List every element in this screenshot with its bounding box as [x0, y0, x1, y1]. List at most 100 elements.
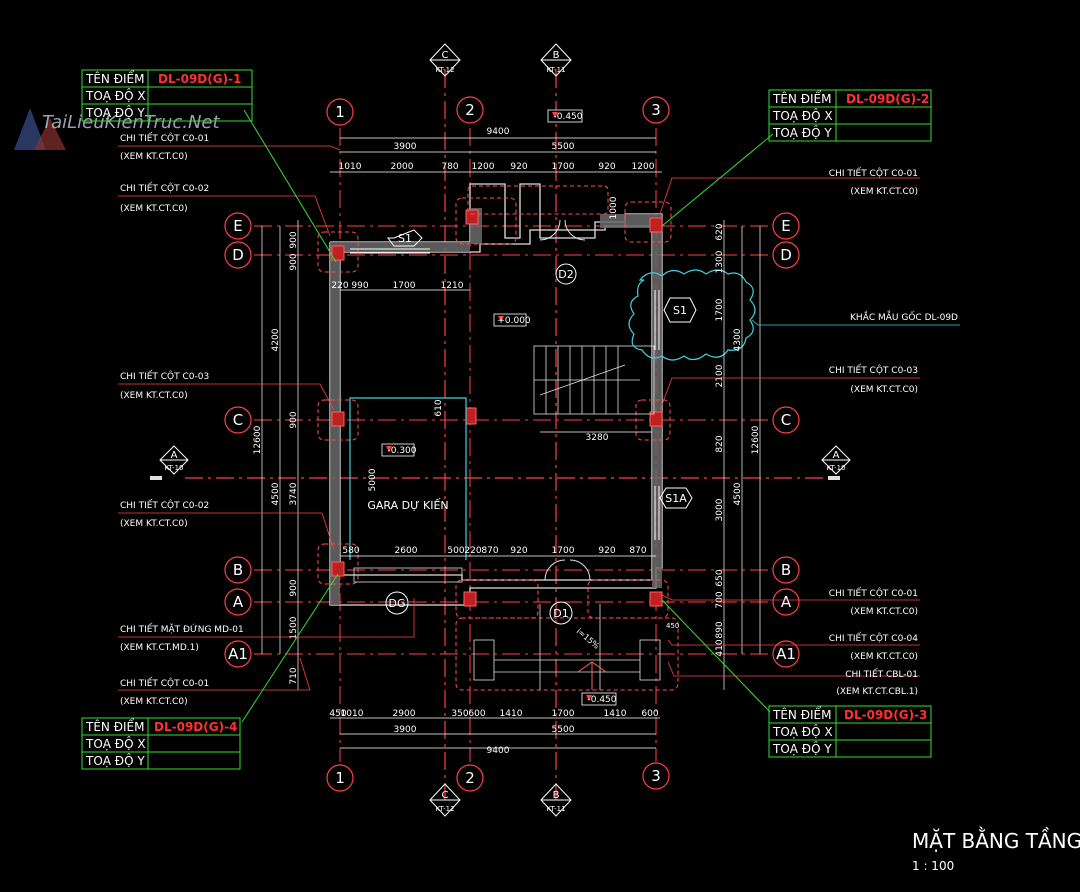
right-notes: CHI TIẾT CỘT C0-01 (XEM KT.CT.C0) KHẮC M…	[829, 167, 958, 697]
dim-bottom-detail-9: 600	[641, 709, 658, 719]
dim-bottom-split-2: 5500	[552, 725, 575, 735]
dim-inner-top-4: 1210	[441, 281, 464, 291]
left-notes: CHI TIẾT CỘT C0-01 (XEM KT.CT.C0) CHI TI…	[120, 132, 244, 707]
dim-bottom-split-1: 3900	[394, 725, 417, 735]
dim-right-inner-1: 620	[715, 223, 725, 240]
grid-row-c-left: C	[233, 411, 243, 429]
left-note-4-line2: (XEM KT.CT.C0)	[120, 519, 188, 529]
grid-col-1-bottom: 1	[335, 769, 345, 787]
dim-bottom-detail-7: 1700	[552, 709, 575, 719]
dim-left-inner-1: 900	[289, 231, 299, 248]
dim-right-small: 1000	[609, 196, 619, 219]
section-c-bottom-sheet: KT-12	[435, 805, 454, 813]
tag-s1-top: S1	[398, 232, 412, 245]
level-marker-garage: -0.300	[381, 443, 417, 457]
dim-right-inner-7: 650	[715, 569, 725, 586]
section-a-left-letter: A	[171, 450, 178, 461]
dim-bottom-detail-5: 600	[468, 709, 485, 719]
dim-top-detail-7: 920	[598, 162, 615, 172]
dim-garage-3: 500	[447, 546, 464, 556]
section-c-top-sheet: KT-12	[435, 66, 454, 74]
grid-col-2-bottom: 2	[465, 769, 475, 787]
dim-right-inner-6: 3000	[715, 498, 725, 521]
columns	[317, 185, 679, 691]
level-markers: -0.450 +0.000 -0.300 -0.450	[381, 109, 617, 706]
left-note-6-line2: (XEM KT.CT.C0)	[120, 697, 188, 707]
dim-left-outer: 12600	[253, 425, 263, 454]
title-block-1: TÊN ĐIỂM DL-09D(G)-1 TOẠ ĐỘ X TOẠ ĐỘ Y	[81, 69, 253, 122]
tb1-x-label: TOẠ ĐỘ X	[85, 88, 146, 103]
dim-left-inner-4: 3740	[289, 482, 299, 505]
tb2-name-label: TÊN ĐIỂM	[772, 90, 831, 106]
dim-inner-top-3: 1700	[393, 281, 416, 291]
tag-s1a-shape	[659, 487, 693, 509]
dim-garage-5: 870	[481, 546, 498, 556]
section-b-top-letter: B	[553, 50, 560, 61]
left-note-3-line1: CHI TIẾT CỘT C0-03	[120, 370, 209, 382]
left-note-5-line1: CHI TIẾT MẶT ĐỨNG MD-01	[120, 623, 244, 635]
dim-bottom-detail-3: 2900	[393, 709, 416, 719]
dim-right-outer: 12600	[751, 425, 761, 454]
dim-bottom-detail-1: 450	[329, 709, 346, 719]
drawing-scale: 1 : 100	[912, 859, 954, 873]
dim-garage-4: 220	[464, 546, 481, 556]
tag-dg-shape	[385, 591, 409, 615]
dim-right-mid-1: 4300	[733, 328, 743, 351]
grid-row-a-right: A	[781, 593, 792, 611]
dim-garage-2: 2600	[395, 546, 418, 556]
dim-top-detail-4: 1200	[472, 162, 495, 172]
tb4-code: DL-09D(G)-3	[844, 708, 927, 722]
tb4-name-label: TÊN ĐIỂM	[772, 706, 831, 722]
right-note-3-line1: CHI TIẾT CỘT C0-03	[829, 364, 918, 376]
dim-bottom-detail-4: 350	[451, 709, 468, 719]
section-markers	[159, 43, 851, 817]
dim-left-inner-5: 900	[289, 579, 299, 596]
tag-d1: D1	[553, 607, 568, 620]
room-label-garage: GARA DỰ KIẾN	[367, 498, 448, 512]
right-note-3-line2: (XEM KT.CT.C0)	[850, 385, 918, 395]
tb2-y-label: TOẠ ĐỘ Y	[772, 125, 832, 140]
dim-top-detail-6: 1700	[552, 162, 575, 172]
left-note-5-line2: (XEM KT.CT.MD.1)	[120, 643, 199, 653]
grid-col-3-top: 3	[651, 101, 661, 119]
note-leaders	[118, 145, 920, 691]
dim-right-inner-9: 890	[715, 621, 725, 638]
dim-bottom-overall: 9400	[487, 746, 510, 756]
revision-cloud	[628, 269, 756, 361]
grid-row-e-right: E	[781, 217, 790, 235]
watermark-logo: TaiLieuKienTruc.Net	[14, 108, 220, 150]
windows	[350, 248, 660, 540]
grid-row-a-left: A	[233, 593, 244, 611]
right-note-4-line1: CHI TIẾT CỘT C0-01	[829, 587, 918, 599]
tb1-y-label: TOẠ ĐỘ Y	[85, 105, 145, 120]
grid-row-a1-left: A1	[228, 645, 248, 663]
tag-dg: DG	[389, 597, 406, 610]
dim-left-inner-3: 900	[289, 411, 299, 428]
tag-s1-right-shape	[663, 297, 697, 323]
right-note-6-line1: CHI TIẾT CBL-01	[845, 668, 918, 680]
grid-row-c-right: C	[781, 411, 791, 429]
tb3-y-label: TOẠ ĐỘ Y	[85, 753, 145, 768]
section-b-top-sheet: KT-11	[546, 66, 565, 74]
dim-inner-top-2: 990	[351, 281, 368, 291]
grid-row-b-right: B	[781, 561, 791, 579]
title-block-leaders	[241, 109, 774, 723]
title-block-2: TÊN ĐIỂM DL-09D(G)-2 TOẠ ĐỘ X TOẠ ĐỘ Y	[768, 89, 932, 142]
entrance-arrow	[577, 661, 607, 690]
dimension-lines	[261, 137, 761, 749]
left-note-6-line1: CHI TIẾT CỘT C0-01	[120, 677, 209, 689]
right-note-4-line2: (XEM KT.CT.C0)	[850, 607, 918, 617]
grid-row-b-left: B	[233, 561, 243, 579]
dim-garage-depth: 5000	[368, 468, 378, 491]
dim-left-inner-2: 900	[289, 253, 299, 270]
dim-top-detail-3: 780	[441, 162, 458, 172]
grid-row-e-left: E	[233, 217, 242, 235]
dim-bottom-detail-6: 1410	[500, 709, 523, 719]
tag-s1a: S1A	[665, 492, 687, 505]
grid-bubbles	[224, 96, 800, 792]
section-a-right-letter: A	[833, 450, 840, 461]
tag-s1-right: S1	[673, 304, 687, 317]
dim-left-mid-1: 4200	[271, 328, 281, 351]
